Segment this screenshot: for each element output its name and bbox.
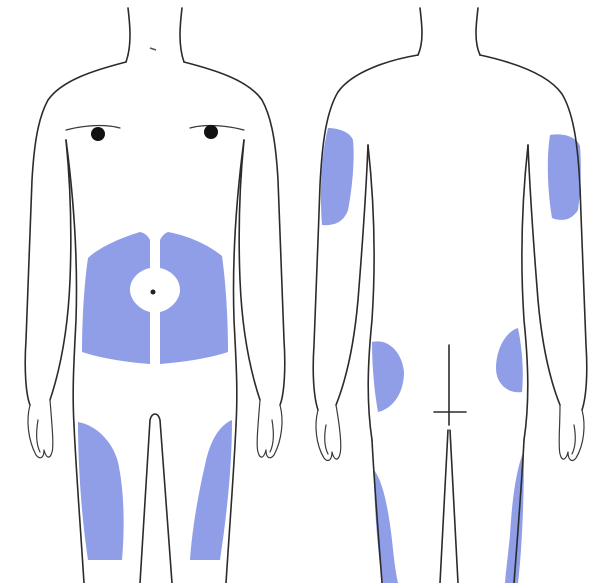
front-right-nipple [204,125,218,139]
front-torso-left [66,140,77,425]
front-right-hand [257,400,282,458]
front-left-thigh-site [78,422,124,560]
back-torso-left [368,145,374,440]
back-torso-right [522,145,528,440]
front-neck-right [180,8,184,62]
front-right-thigh-site [190,420,232,560]
back-crotch [440,430,458,583]
back-figure [313,8,587,583]
front-right-arm-inner [239,140,260,400]
front-neck-mark [150,48,156,50]
back-right-thigh-site [505,450,524,583]
back-neck-left [418,8,422,55]
front-left-hand [28,400,53,458]
back-left-arm-outer [313,55,418,410]
front-navel [151,290,156,295]
back-right-upper-arm-site [548,134,581,220]
back-left-upper-arm-site [321,128,354,225]
front-figure [25,8,285,583]
front-torso-right [233,140,244,425]
back-neck-right [476,8,480,55]
back-right-hand [559,405,584,460]
back-left-hand [316,405,341,460]
abdomen-site-left [82,232,150,364]
abdomen-site-right [160,232,228,364]
back-right-buttock-site [496,328,523,392]
front-left-nipple [91,127,105,141]
front-neck-left [126,8,130,62]
front-left-arm-inner [50,140,71,400]
front-crotch [140,414,172,583]
back-left-buttock-site [372,341,404,412]
